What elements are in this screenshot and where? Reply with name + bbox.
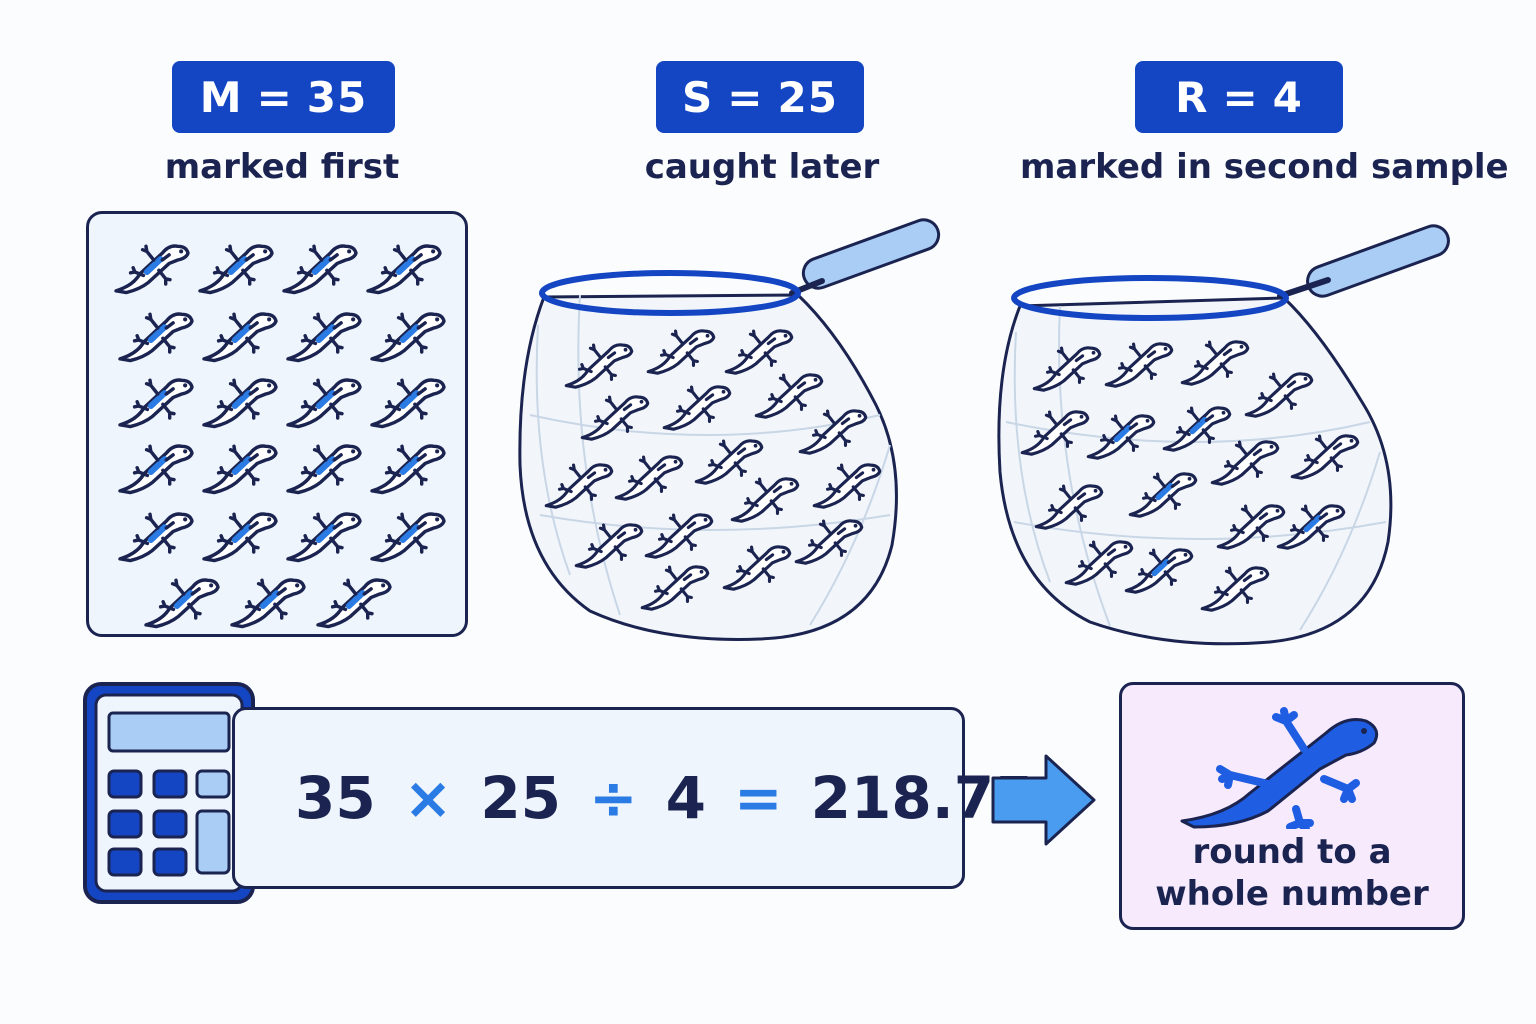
caption-m: marked first: [164, 147, 400, 187]
equation-term-s: 25: [480, 764, 562, 832]
gecko-icon: [120, 446, 192, 493]
gecko-icon: [146, 580, 218, 627]
rounding-note-box: round to a whole number: [1119, 682, 1465, 930]
gecko-icon: [120, 514, 192, 561]
gecko-icon: [204, 514, 276, 561]
net-recaptured-marked: [997, 224, 1450, 646]
gecko-icon: [372, 380, 444, 427]
gecko-icon: [372, 314, 444, 361]
badge-m-symbol: M: [199, 72, 243, 122]
rounding-note-line1: round to a: [1192, 832, 1392, 872]
rounding-note: round to a whole number: [1122, 831, 1462, 915]
gecko-icon: [204, 446, 276, 493]
gecko-icon: [368, 246, 440, 293]
gecko-icon: [372, 446, 444, 493]
badge-m-equals: =: [256, 72, 293, 122]
gecko-icon: [288, 380, 360, 427]
badge-r: R = 4: [1135, 61, 1343, 133]
gecko-icon: [1180, 707, 1379, 829]
badge-s-symbol: S: [682, 72, 714, 122]
caption-r: marked in second sample: [1020, 147, 1509, 187]
arrow-right-icon: [991, 754, 1096, 846]
gecko-icon: [120, 380, 192, 427]
marked-gecko-rows: [116, 246, 444, 627]
divide-sign: ÷: [589, 764, 638, 832]
gecko-icon: [288, 514, 360, 561]
marked-gecko-grid: [89, 214, 465, 634]
gecko-icon: [204, 380, 276, 427]
gecko-icon: [318, 580, 390, 627]
gecko-icon: [232, 580, 304, 627]
calculator-icon: [83, 682, 255, 904]
badge-s: S = 25: [656, 61, 864, 133]
badge-r-equals: =: [1222, 72, 1259, 122]
badge-s-equals: =: [727, 72, 764, 122]
equals-sign: =: [734, 764, 783, 832]
badge-m: M = 35: [172, 61, 395, 133]
badge-r-symbol: R: [1175, 72, 1209, 122]
gecko-icon: [284, 246, 356, 293]
rounding-note-line2: whole number: [1155, 874, 1429, 914]
marked-gecko-panel: [86, 211, 468, 637]
gecko-icon: [288, 446, 360, 493]
gecko-icon: [200, 246, 272, 293]
gecko-icon: [288, 314, 360, 361]
gecko-icon: [120, 314, 192, 361]
badge-r-value: 4: [1272, 72, 1303, 122]
caption-s: caught later: [644, 147, 880, 187]
gecko-icon: [116, 246, 188, 293]
net-second-sample: [518, 218, 941, 641]
gecko-icon: [204, 314, 276, 361]
equation-box: 35 × 25 ÷ 4 = 218.75: [232, 707, 1034, 889]
multiply-sign: ×: [403, 764, 453, 832]
badge-m-value: 35: [306, 72, 368, 122]
badge-s-value: 25: [777, 72, 838, 122]
gecko-icon: [372, 514, 444, 561]
equation-term-m: 35: [295, 764, 376, 832]
net-icon: [518, 218, 941, 641]
equation-term-r: 4: [665, 764, 707, 832]
